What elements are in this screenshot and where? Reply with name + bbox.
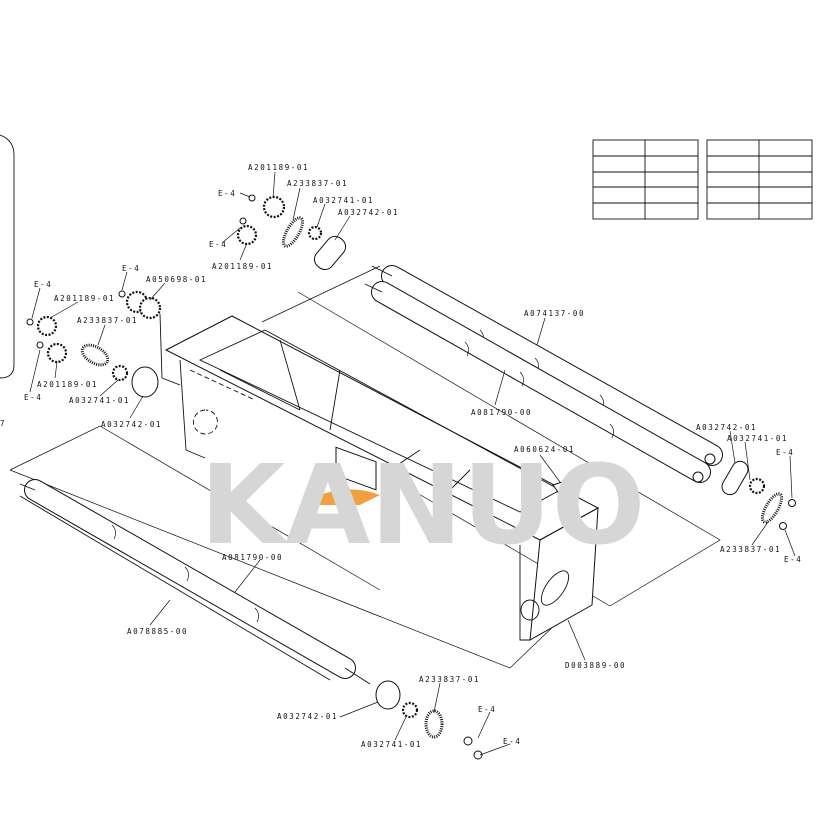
roller-a081790-back: [364, 281, 711, 483]
hopper-d003889: [164, 315, 600, 641]
watermark-text: KANUO: [200, 441, 645, 569]
part-label-a060624: A060624-01: [514, 445, 575, 454]
part-label-e4: E-4: [34, 280, 52, 289]
part-label-a233837: A233837-01: [419, 675, 480, 684]
edge-fragment-text: 7: [0, 419, 6, 428]
adjacent-frame-outline: [0, 134, 15, 379]
part-label-e4: E-4: [776, 448, 794, 457]
part-label-e4: E-4: [24, 393, 42, 402]
bottom-gear-assembly: [375, 680, 483, 760]
leader-lines: [29, 171, 796, 756]
part-label-a201189: A201189-01: [37, 380, 98, 389]
part-label-d003889: D003889-00: [565, 661, 626, 670]
part-label-a078885: A078885-00: [127, 627, 188, 636]
part-label-a050698: A050698-01: [146, 275, 207, 284]
part-label-a032741: A032741-01: [69, 396, 130, 405]
upper-alignment-plane: [261, 265, 721, 607]
part-label-a032742: A032742-01: [696, 423, 757, 432]
part-label-a233837: A233837-01: [287, 179, 348, 188]
part-label-a081790: A081790-00: [471, 408, 532, 417]
reference-table-left: [592, 139, 699, 220]
part-label-e4: E-4: [503, 737, 521, 746]
part-label-e4: E-4: [478, 705, 496, 714]
part-label-e4: E-4: [218, 189, 236, 198]
part-label-a032741: A032741-01: [361, 740, 422, 749]
lower-alignment-plane: [9, 425, 561, 669]
part-label-e4: E-4: [122, 264, 140, 273]
part-label-e4: E-4: [784, 555, 802, 564]
right-gear-assembly: [692, 453, 796, 530]
part-label-a233837: A233837-01: [720, 545, 781, 554]
part-label-e4: E-4: [209, 240, 227, 249]
part-label-a201189: A201189-01: [248, 163, 309, 172]
part-label-a032742: A032742-01: [338, 208, 399, 217]
part-label-a032741: A032741-01: [313, 196, 374, 205]
roller-a078885: [19, 479, 371, 685]
top-gear-assembly: [236, 194, 347, 271]
reference-table-right: [706, 139, 813, 220]
part-label-a032741: A032741-01: [727, 434, 788, 443]
part-label-a233837: A233837-01: [77, 316, 138, 325]
part-label-a032742: A032742-01: [277, 712, 338, 721]
part-label-a032742: A032742-01: [101, 420, 162, 429]
seal-a060624: [552, 479, 576, 496]
left-gear-assembly: [26, 290, 181, 398]
roller-a074137: [371, 265, 723, 466]
part-label-a201189: A201189-01: [212, 262, 273, 271]
watermark-logo: KANUO: [200, 441, 645, 569]
part-label-a074137: A074137-00: [524, 309, 585, 318]
part-label-a201189: A201189-01: [54, 294, 115, 303]
part-label-a081790: A081790-00: [222, 553, 283, 562]
